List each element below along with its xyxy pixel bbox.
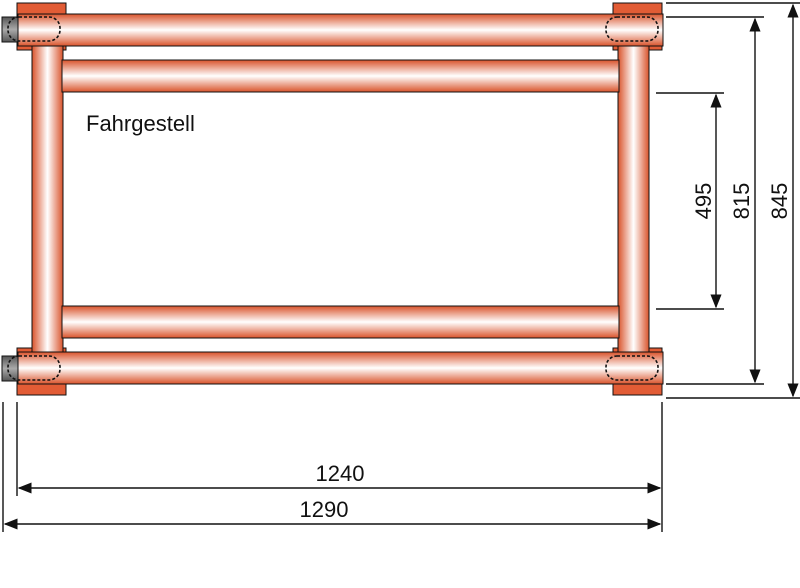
dimension-height-inner-label: 495 [691,183,716,220]
end-caps [1,16,19,382]
frame-label: Fahrgestell [86,111,195,136]
dimension-extension-lines [2,402,663,532]
dimension-height-mid-label: 815 [729,183,754,220]
tube-top-outer [17,13,664,47]
dimension-height-mid: 815 [666,16,764,385]
insert-top-right [605,16,659,42]
dimension-width-inner-label: 1240 [316,461,365,486]
tube-bottom-inner [61,305,620,339]
horizontal-tubes [17,13,664,385]
insert-bottom-right [605,355,659,381]
dimension-height-outer-label: 845 [767,183,792,220]
dimension-width-outer: 1290 [3,497,662,530]
tube-left-vertical [31,27,64,381]
dimension-height-outer: 845 [666,2,800,399]
hidden-inserts [7,16,659,381]
tube-top-inner [61,59,620,93]
dimension-width-inner: 1240 [17,461,662,494]
insert-top-left [7,16,61,42]
vertical-tubes [31,27,650,381]
dimension-height-inner: 495 [656,92,724,310]
tube-right-vertical [617,27,650,381]
dimension-width-outer-label: 1290 [300,497,349,522]
tube-bottom-outer [17,351,664,385]
insert-bottom-left [7,355,61,381]
